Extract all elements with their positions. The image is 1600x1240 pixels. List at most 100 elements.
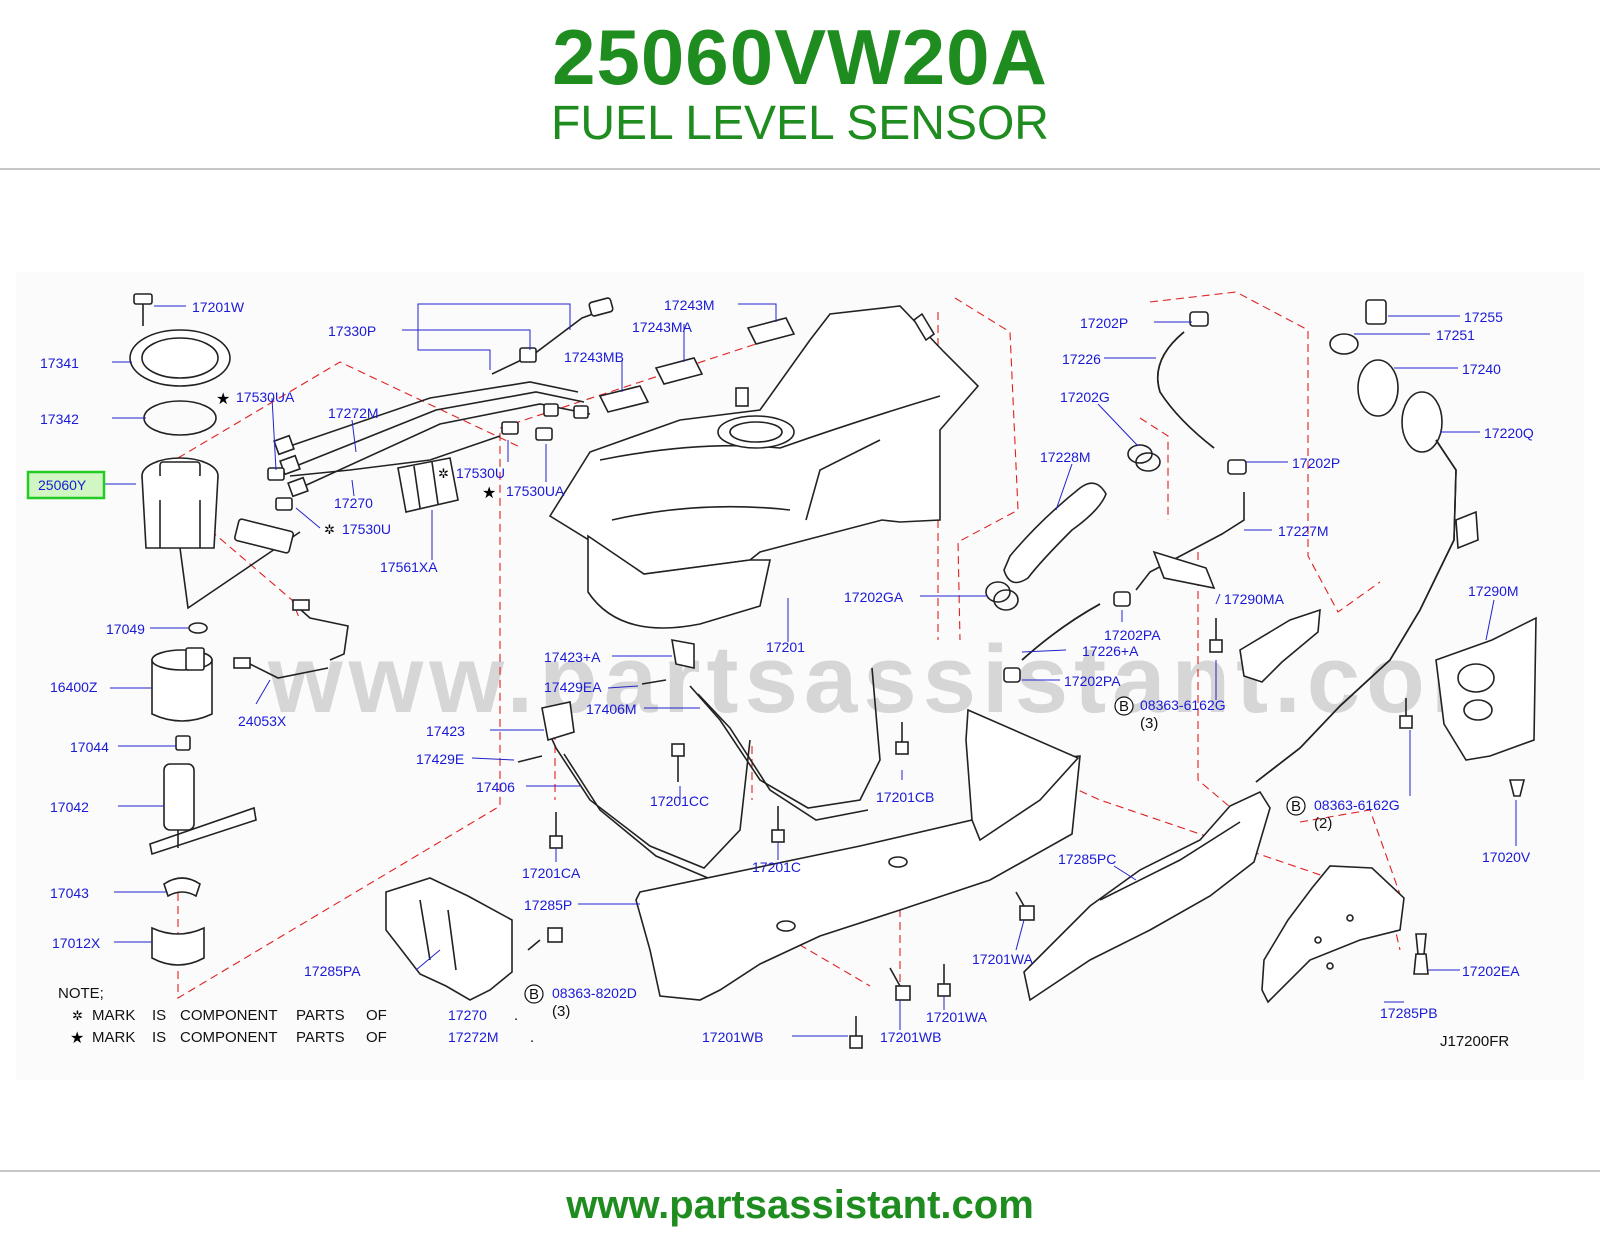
label-08363-6162G-a[interactable]: 08363-6162G <box>1140 697 1226 713</box>
label-17202P-a[interactable]: 17202P <box>1080 315 1128 331</box>
label-17561XA[interactable]: 17561XA <box>380 559 438 575</box>
label-17243MA[interactable]: 17243MA <box>632 319 693 335</box>
bolt-17201WB-b <box>889 967 911 1001</box>
notes-line1-of: OF <box>366 1007 387 1024</box>
label-17530UA-a[interactable]: 17530UA <box>236 389 295 405</box>
label-17201CA[interactable]: 17201CA <box>522 865 581 881</box>
heat-shield-17285PA <box>385 877 513 1001</box>
label-17228M[interactable]: 17228M <box>1040 449 1091 465</box>
snowflake-mark-icon: ✲ <box>438 466 449 481</box>
heat-shield-17285PC <box>1023 790 1271 1002</box>
notes-dot-b: . <box>530 1029 534 1046</box>
label-16400Z[interactable]: 16400Z <box>50 679 98 695</box>
label-decals <box>598 317 796 413</box>
label-17270-b[interactable]: 17270 <box>448 1007 487 1023</box>
label-17243M[interactable]: 17243M <box>664 297 715 313</box>
part-labels: 17201W 17341 17342 25060Y ★ 17530UA 1733… <box>38 297 1534 1050</box>
label-24053X[interactable]: 24053X <box>238 713 287 729</box>
label-25060Y[interactable]: 25060Y <box>38 477 87 493</box>
label-17285PB[interactable]: 17285PB <box>1380 1005 1438 1021</box>
leader-lines <box>104 303 1517 1037</box>
label-17406M[interactable]: 17406M <box>586 701 637 717</box>
label-17285PC[interactable]: 17285PC <box>1058 851 1116 867</box>
label-17272M-b[interactable]: 17272M <box>448 1029 499 1045</box>
label-17227M[interactable]: 17227M <box>1278 523 1329 539</box>
page-subtitle: FUEL LEVEL SENSOR <box>551 97 1049 150</box>
label-17202PA-a[interactable]: 17202PA <box>1104 627 1161 643</box>
wire-harness <box>233 599 349 679</box>
notes-line2-mark: MARK <box>92 1029 135 1046</box>
label-17201W[interactable]: 17201W <box>192 299 245 315</box>
label-17341[interactable]: 17341 <box>40 355 79 371</box>
page-title: 25060VW20A <box>552 13 1048 101</box>
label-17201WA-b[interactable]: 17201WA <box>926 1009 988 1025</box>
bolt-17429EA <box>641 679 667 685</box>
label-17202P-b[interactable]: 17202P <box>1292 455 1340 471</box>
label-17285PA[interactable]: 17285PA <box>304 963 361 979</box>
heat-shield-17285PB <box>1261 865 1405 1004</box>
label-17530U-b[interactable]: 17530U <box>456 465 505 481</box>
label-17243MB[interactable]: 17243MB <box>564 349 624 365</box>
label-17201CB[interactable]: 17201CB <box>876 789 934 805</box>
label-17201[interactable]: 17201 <box>766 639 805 655</box>
label-17429E[interactable]: 17429E <box>416 751 464 767</box>
notes-line2-of: OF <box>366 1029 387 1046</box>
vent-hoses <box>985 311 1247 683</box>
label-17226[interactable]: 17226 <box>1062 351 1101 367</box>
label-17285P[interactable]: 17285P <box>524 897 572 913</box>
label-17406[interactable]: 17406 <box>476 779 515 795</box>
header-divider <box>0 168 1600 170</box>
label-17290MA[interactable]: 17290MA <box>1224 591 1285 607</box>
label-17272M[interactable]: 17272M <box>328 405 379 421</box>
label-17255[interactable]: 17255 <box>1464 309 1503 325</box>
notes-line2-parts: PARTS <box>296 1029 345 1046</box>
label-17290M[interactable]: 17290M <box>1468 583 1519 599</box>
label-17220Q[interactable]: 17220Q <box>1484 425 1534 441</box>
label-17240[interactable]: 17240 <box>1462 361 1501 377</box>
bolt-17290MA <box>1209 618 1223 653</box>
label-17270[interactable]: 17270 <box>334 495 373 511</box>
label-17330P[interactable]: 17330P <box>328 323 376 339</box>
label-17201C[interactable]: 17201C <box>752 859 801 875</box>
notes-heading: NOTE; <box>58 985 104 1002</box>
label-17342[interactable]: 17342 <box>40 411 79 427</box>
label-17202G[interactable]: 17202G <box>1060 389 1110 405</box>
label-17202GA[interactable]: 17202GA <box>844 589 904 605</box>
label-17530UA-b[interactable]: 17530UA <box>506 483 565 499</box>
qty-3-b: (3) <box>1140 715 1158 732</box>
star-mark-icon: ★ <box>482 485 496 502</box>
rivets <box>1413 779 1526 975</box>
label-17044[interactable]: 17044 <box>70 739 109 755</box>
label-17049[interactable]: 17049 <box>106 621 145 637</box>
filler-pocket <box>1435 616 1537 761</box>
label-17012X[interactable]: 17012X <box>52 935 101 951</box>
label-17201WB-a[interactable]: 17201WB <box>702 1029 763 1045</box>
label-17020V[interactable]: 17020V <box>1482 849 1531 865</box>
bolts <box>517 618 1413 1049</box>
label-17429EA[interactable]: 17429EA <box>544 679 602 695</box>
label-17201CC[interactable]: 17201CC <box>650 793 709 809</box>
filler-neck <box>1255 299 1479 783</box>
label-17042[interactable]: 17042 <box>50 799 89 815</box>
bolt-17429E <box>517 755 543 763</box>
notes-line2-is: IS <box>152 1029 166 1046</box>
label-17201WB-b[interactable]: 17201WB <box>880 1029 941 1045</box>
bolt-17290M <box>1399 698 1413 729</box>
label-17251[interactable]: 17251 <box>1436 327 1475 343</box>
label-08363-8202D[interactable]: 08363-8202D <box>552 985 637 1001</box>
bracket-17290MA <box>1239 608 1321 683</box>
label-17202PA-b[interactable]: 17202PA <box>1064 673 1121 689</box>
label-08363-6162G-b[interactable]: 08363-6162G <box>1314 797 1400 813</box>
label-17423A[interactable]: 17423+A <box>544 649 601 665</box>
notes-line1-mark: MARK <box>92 1007 135 1024</box>
label-17530U-a[interactable]: 17530U <box>342 521 391 537</box>
label-17043[interactable]: 17043 <box>50 885 89 901</box>
footer-url[interactable]: www.partsassistant.com <box>566 1183 1034 1227</box>
label-17202EA[interactable]: 17202EA <box>1462 963 1520 979</box>
label-17423[interactable]: 17423 <box>426 723 465 739</box>
notes-line2-component: COMPONENT <box>180 1029 278 1046</box>
label-17201WA-a[interactable]: 17201WA <box>972 951 1034 967</box>
fuel-tank <box>548 305 980 629</box>
label-17226A[interactable]: 17226+A <box>1082 643 1139 659</box>
